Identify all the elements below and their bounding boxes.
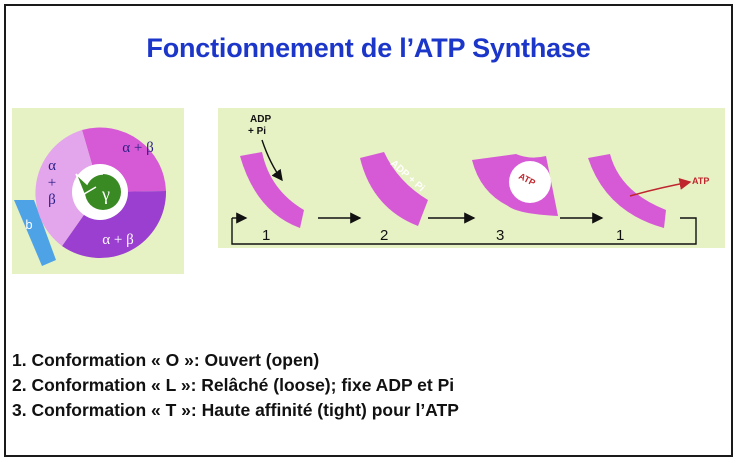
subunit-open-2 — [588, 154, 666, 228]
conformation-item-tight: 3. Conformation « T »: Haute affinité (t… — [12, 400, 459, 420]
b-subunit-shape — [14, 200, 56, 266]
b-label: b — [25, 217, 32, 232]
pi-incoming-label: + Pi — [248, 126, 266, 137]
slide-title: Fonctionnement de l’ATP Synthase — [146, 33, 591, 63]
rotor-left-label-plus: + — [48, 175, 56, 191]
conformation-item-open: 1. Conformation « O »: Ouvert (open) — [12, 350, 320, 370]
rotor-left-label-a: α — [48, 158, 56, 174]
adp-incoming-arrow — [261, 139, 283, 182]
rotor-diagram: α + β α + β α + β γ b — [14, 127, 167, 266]
atp-release-arrow — [629, 178, 692, 197]
subunit-open-1 — [240, 152, 304, 228]
gamma-label: γ — [101, 184, 110, 204]
binding-cycle-diagram: ADP + Pi ADP + Pi ATP ATP 1 — [231, 114, 709, 245]
conformation-list: 1. Conformation « O »: Ouvert (open) 2. … — [12, 348, 725, 423]
slide: Fonctionnement de l’ATP Synthase α + β α… — [4, 4, 733, 457]
alpha-beta-bottom-segment — [62, 191, 167, 259]
gamma-rotation-arrow — [75, 173, 104, 196]
step-number-4: 1 — [616, 227, 624, 244]
binding-cycle-panel: ADP + Pi ADP + Pi ATP ATP 1 — [218, 108, 725, 248]
rotor-left-label-b: β — [48, 192, 56, 208]
step-number-3: 3 — [496, 227, 504, 244]
rotor-top-label: α + β — [122, 140, 153, 156]
alpha-beta-left-segment — [35, 130, 100, 246]
step-number-2: 2 — [380, 227, 388, 244]
rotor-bottom-label: α + β — [102, 232, 133, 248]
cycle-return-loop — [231, 217, 697, 245]
atp-released-label: ATP — [692, 176, 709, 186]
conformation-item-loose: 2. Conformation « L »: Relâché (loose); … — [12, 375, 455, 395]
subunit-loose — [360, 152, 428, 226]
adp-incoming-label: ADP — [250, 114, 271, 125]
rotor-panel: α + β α + β α + β γ b — [12, 108, 184, 274]
step-number-1: 1 — [262, 227, 270, 244]
